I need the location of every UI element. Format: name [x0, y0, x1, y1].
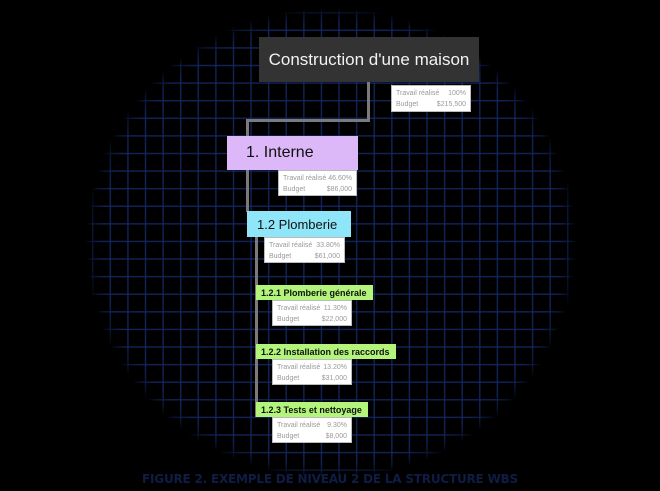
budget-label: Budget [396, 101, 419, 108]
node-label: 1.2.3 Tests et nettoyage [261, 404, 362, 415]
connector-root-down [367, 82, 370, 122]
work-label: Travail réalisé [396, 90, 440, 97]
work-value: 9.30% [327, 422, 347, 429]
work-value: 13.20% [323, 364, 347, 371]
node-level2: 1.2 Plomberie [247, 211, 351, 237]
budget-label: Budget [269, 253, 292, 260]
node-root-label: Construction d'une maison [268, 49, 470, 69]
connector-level1-down [246, 170, 249, 212]
info-root: Travail réalisé 100% Budget $215,500 [391, 85, 471, 112]
node-level3-1: 1.2.1 Plomberie générale [256, 285, 373, 300]
connector-level1-up [246, 119, 249, 137]
budget-value: $61,000 [314, 253, 340, 260]
budget-label: Budget [277, 433, 300, 440]
work-value: 100% [448, 90, 466, 97]
work-value: 46.60% [328, 175, 352, 182]
connector-level2-down [255, 237, 258, 417]
budget-value: $22,000 [321, 316, 347, 323]
work-label: Travail réalisé [269, 242, 313, 249]
budget-value: $215,500 [436, 101, 466, 108]
budget-label: Budget [277, 316, 300, 323]
budget-label: Budget [277, 375, 300, 382]
info-level3-3: Travail réalisé 9.30% Budget $8,000 [272, 417, 352, 443]
node-root: Construction d'une maison [259, 37, 479, 82]
connector-horizontal [246, 119, 370, 122]
node-level1-label: 1. Interne [246, 144, 314, 161]
node-level1: 1. Interne [227, 136, 358, 170]
node-level3-3: 1.2.3 Tests et nettoyage [256, 402, 368, 417]
work-label: Travail réalisé [283, 175, 327, 182]
budget-label: Budget [283, 186, 306, 193]
work-label: Travail réalisé [277, 422, 321, 429]
budget-value: $8,000 [325, 433, 347, 440]
node-level3-2: 1.2.2 Installation des raccords [256, 344, 396, 359]
budget-value: $86,000 [326, 186, 352, 193]
figure-caption: FIGURE 2. EXEMPLE DE NIVEAU 2 DE LA STRU… [142, 472, 518, 486]
node-level2-label: 1.2 Plomberie [257, 216, 338, 232]
work-value: 33.80% [316, 242, 340, 249]
node-label: 1.2.2 Installation des raccords [261, 346, 390, 357]
work-label: Travail réalisé [277, 364, 321, 371]
work-value: 11.30% [323, 305, 347, 312]
budget-value: $31,000 [321, 375, 347, 382]
work-label: Travail réalisé [277, 305, 321, 312]
node-label: 1.2.1 Plomberie générale [261, 287, 367, 298]
